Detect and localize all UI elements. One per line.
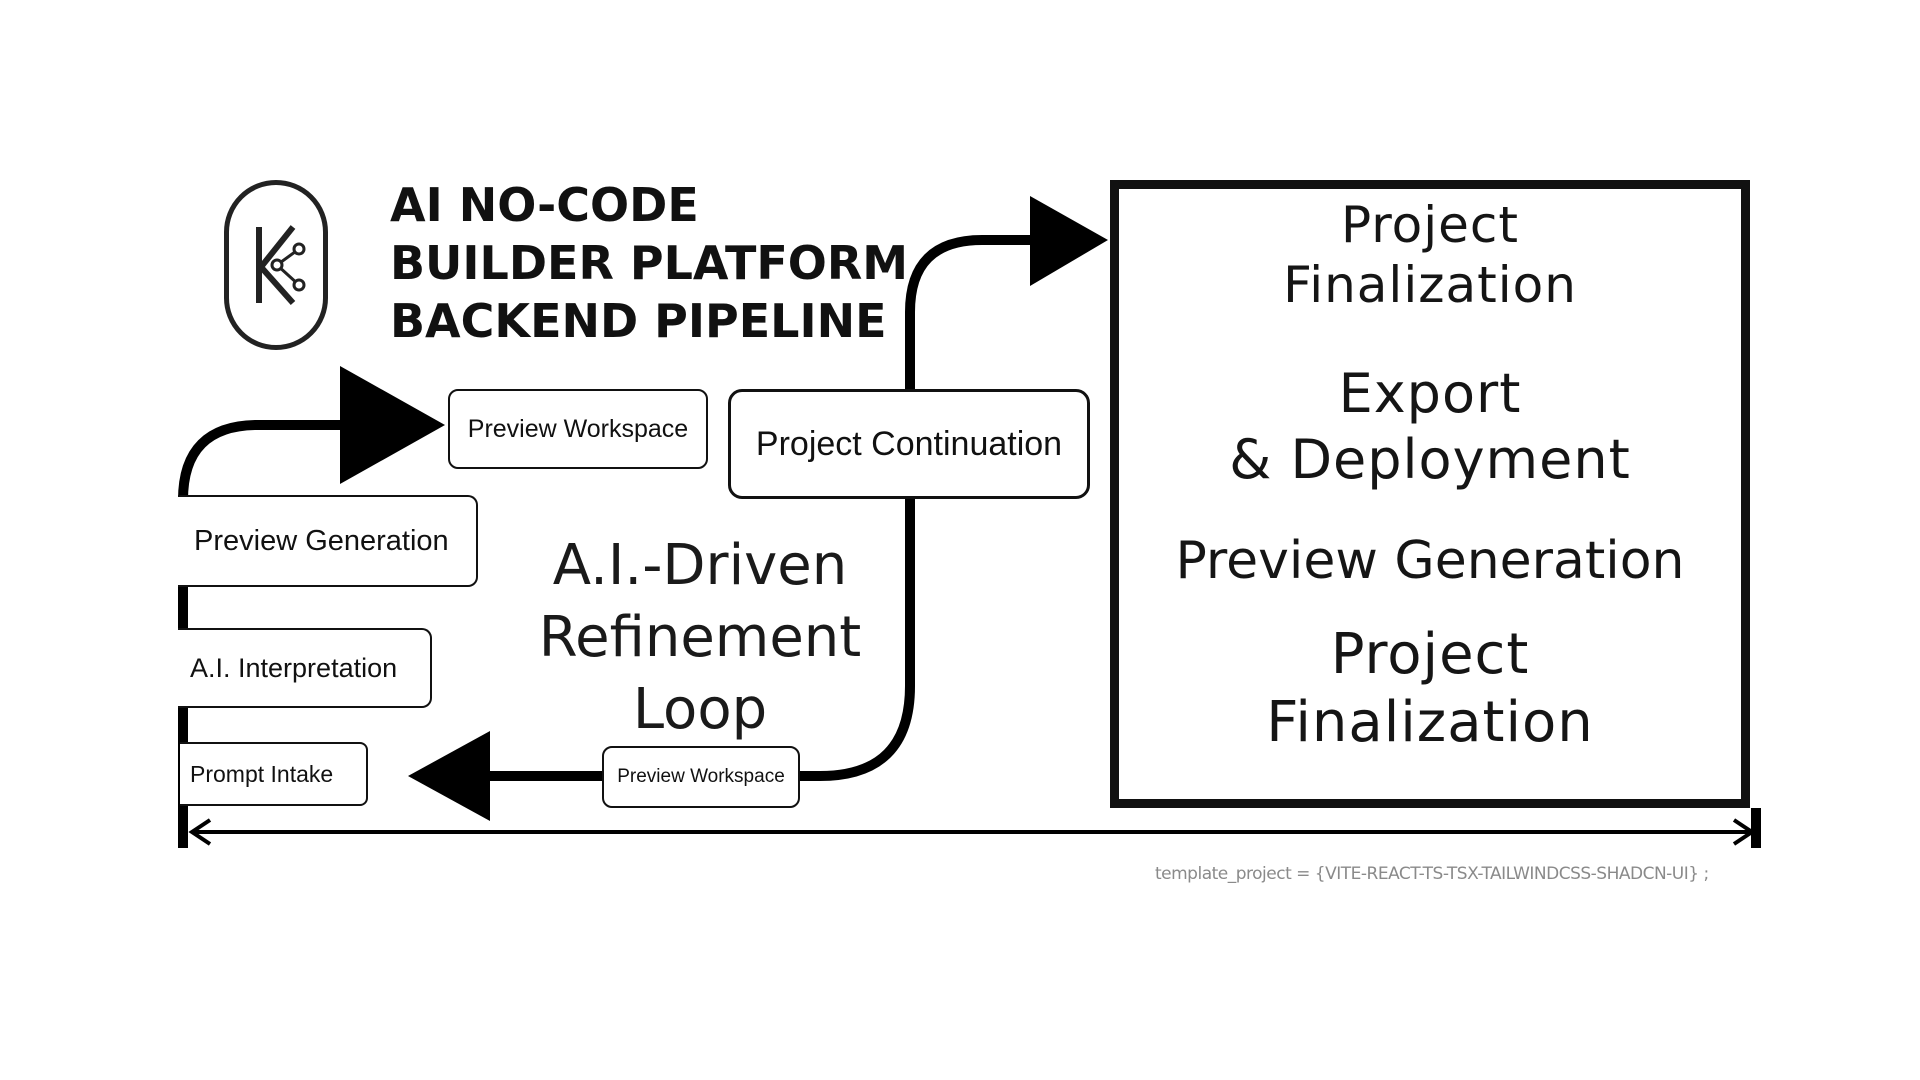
panel-item-project-finalization: Project Finalization [1283, 196, 1577, 314]
preview-workspace-label: Preview Workspace [467, 414, 689, 443]
panel-item-export-deployment: Export & Deployment [1229, 362, 1631, 491]
project-continuation-box: Project Continuation [728, 389, 1090, 499]
logo-badge [224, 180, 328, 350]
panel-item-preview-generation: Preview Generation [1175, 531, 1685, 591]
refinement-loop-label: A.I.-Driven Refinement Loop [538, 533, 862, 742]
arrow-to-preview-workspace [340, 366, 445, 484]
preview-workspace-box-top: Preview Workspace [448, 389, 708, 469]
arrow-to-panel [1030, 196, 1108, 286]
ai-interpretation-label: A.I. Interpretation [190, 652, 398, 683]
preview-workspace-box-bottom: Preview Workspace [602, 746, 800, 808]
finalization-panel: Project Finalization Export & Deployment… [1110, 180, 1750, 808]
preview-generation-label: Preview Generation [194, 524, 449, 557]
prompt-intake-box: Prompt Intake [180, 742, 368, 806]
project-continuation-label: Project Continuation [755, 424, 1063, 463]
left-loop-path [178, 420, 345, 845]
preview-workspace-bottom-label: Preview Workspace [617, 766, 785, 787]
preview-generation-box: Preview Generation [178, 495, 478, 587]
template-footnote: template_project = {VITE-REACT-TS-TSX-TA… [1155, 864, 1709, 884]
prompt-intake-label: Prompt Intake [190, 760, 334, 787]
page-title: AI NO-CODE BUILDER PLATFORM BACKEND PIPE… [390, 178, 909, 348]
refinement-return-path [800, 235, 1035, 781]
share-k-logo-icon [256, 225, 306, 305]
arrow-to-prompt-intake [408, 731, 490, 821]
panel-item-project-finalization-2: Project Finalization [1266, 622, 1594, 755]
ai-interpretation-box: A.I. Interpretation [178, 628, 432, 708]
